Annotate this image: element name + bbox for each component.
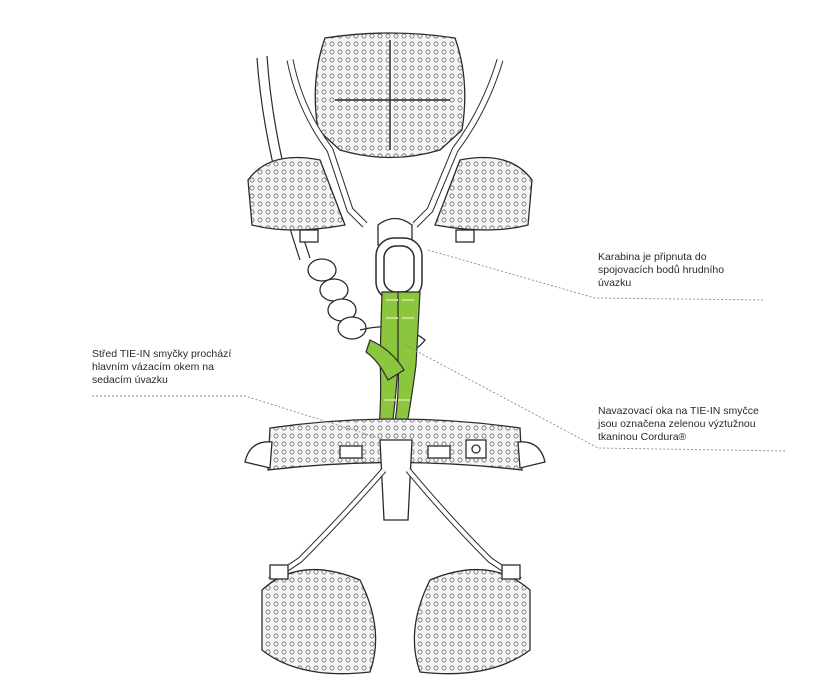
seat-harness-waistbelt	[244, 418, 546, 521]
carabiner	[375, 237, 423, 301]
leader-lines	[92, 249, 786, 452]
leader-center	[92, 395, 386, 441]
tie-in-loop	[365, 291, 421, 441]
leader-carabiner	[427, 249, 766, 301]
callout-tie-in-loops: Navazovací oka na TIE-IN smyčce jsou ozn…	[598, 405, 759, 443]
leader-loops	[404, 344, 786, 452]
callout-carabiner: Karabina je připnuta do spojovacích bodů…	[598, 251, 725, 289]
figure-eight-knot	[307, 258, 426, 354]
chest-harness	[247, 32, 533, 246]
leg-loops	[261, 468, 531, 675]
callout-tie-in-center: Střed TIE-IN smyčky prochází hlavním váz…	[92, 348, 232, 386]
